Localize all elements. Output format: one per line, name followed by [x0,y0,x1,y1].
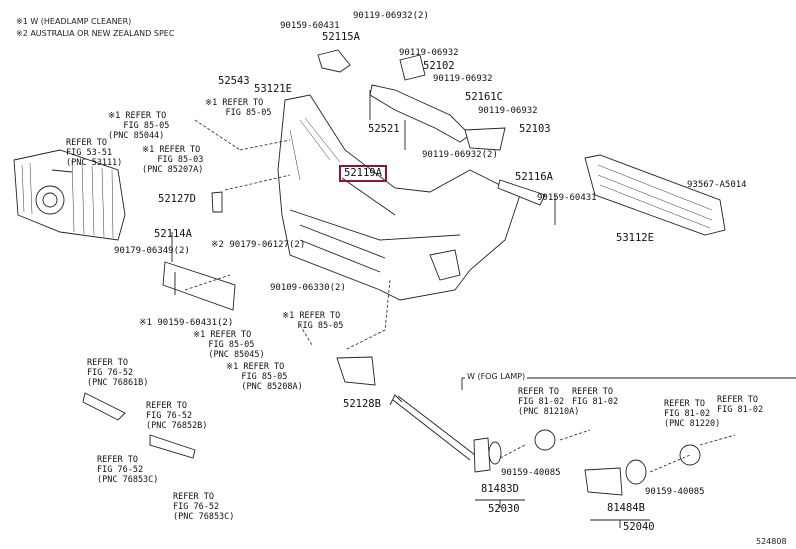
part-label[interactable]: 52116A [515,171,553,183]
part-label[interactable]: 93567-A5014 [687,180,747,190]
reference-callout[interactable]: ※1 REFER TO FIG 85-05 (PNC 85208A) [226,362,303,392]
part-label[interactable]: 52161C [465,91,503,103]
part-label[interactable]: 90159-40085 [501,468,561,478]
note-2: ※2 AUSTRALIA OR NEW ZEALAND SPEC [16,29,175,38]
part-label[interactable]: 90119-06932 [399,48,459,58]
reference-callout[interactable]: REFER TO FIG 53-51 (PNC 53111) [66,138,123,168]
radiator-grille-drawing [13,149,126,241]
part-label[interactable]: 90159-60431 [280,21,340,31]
highlighted-part-label[interactable]: 52119A [339,165,387,182]
nozzle-left-drawing [82,392,126,421]
bumper-reinforcement-drawing [369,54,506,151]
reference-callout[interactable]: REFER TO FIG 81-02 [572,387,619,407]
part-label[interactable]: 90119-06932(2) [353,11,429,21]
reference-callout[interactable]: REFER TO FIG 81-02 (PNC 81210A) [518,387,580,417]
part-label[interactable]: 90159-60431 [537,193,597,203]
retainer-52127d-drawing [211,191,223,213]
reference-callout[interactable]: ※1 REFER TO FIG 85-03 (PNC 85207A) [142,145,204,175]
note-1: ※1 W (HEADLAMP CLEANER) [16,17,132,26]
reference-callout[interactable]: ※1 REFER TO FIG 85-05 [205,98,272,118]
part-label[interactable]: 81483D [481,483,519,495]
reference-callout[interactable]: ※1 REFER TO FIG 85-05 [282,311,344,331]
part-label[interactable]: 52128B [343,398,381,410]
part-label[interactable]: 52114A [154,228,192,240]
fog-lamp-box-title: W (FOG LAMP) [465,371,528,382]
part-label[interactable]: 90119-06932 [433,74,493,84]
lower-grille-53112e-drawing [584,154,726,236]
bracket-52115a-drawing [317,49,351,73]
reference-callout[interactable]: REFER TO FIG 76-52 (PNC 76861B) [87,358,149,388]
part-label[interactable]: 90119-06932(2) [422,150,498,160]
part-label[interactable]: 53121E [254,83,292,95]
part-label[interactable]: 52127D [158,193,196,205]
part-label[interactable]: 52115A [322,31,360,43]
license-bracket-52114a-drawing [162,261,236,311]
reference-callout[interactable]: ※1 REFER TO FIG 85-05 (PNC 85045) [193,330,265,360]
front-bumper-cover-drawing [277,94,521,301]
spacer-52116a-drawing [497,179,546,206]
reference-callout[interactable]: REFER TO FIG 76-52 (PNC 76853C) [97,455,159,485]
part-label[interactable]: 81484B [607,502,645,514]
nozzle-right-drawing [149,434,196,459]
part-label[interactable]: 52040 [623,521,655,533]
part-label[interactable]: 90109-06330(2) [270,283,346,293]
reference-callout[interactable]: REFER TO FIG 81-02 (PNC 81220) [664,399,721,429]
part-label[interactable]: ※1 90159-60431(2) [139,318,234,328]
part-label[interactable]: 90159-40085 [645,487,705,497]
part-label[interactable]: 90119-06932 [478,106,538,116]
part-label[interactable]: 52102 [423,60,455,72]
part-label[interactable]: 52521 [368,123,400,135]
view-arrow [389,394,476,461]
part-label[interactable]: ※2 90179-06127(2) [211,240,306,250]
fog-cover-52128b-drawing [336,356,376,386]
reference-callout[interactable]: REFER TO FIG 81-02 [717,395,764,415]
part-label[interactable]: 52543 [218,75,250,87]
reference-callout[interactable]: REFER TO FIG 76-52 (PNC 76853C) [173,492,235,522]
part-label[interactable]: 52103 [519,123,551,135]
reference-callout[interactable]: REFER TO FIG 76-52 (PNC 76852B) [146,401,208,431]
part-label[interactable]: 52030 [488,503,520,515]
diagram-id: 524808 [756,537,787,546]
reference-callout[interactable]: ※1 REFER TO FIG 85-05 (PNC 85044) [108,111,170,141]
part-label[interactable]: 53112E [616,232,654,244]
part-label[interactable]: 90179-06349(2) [114,246,190,256]
